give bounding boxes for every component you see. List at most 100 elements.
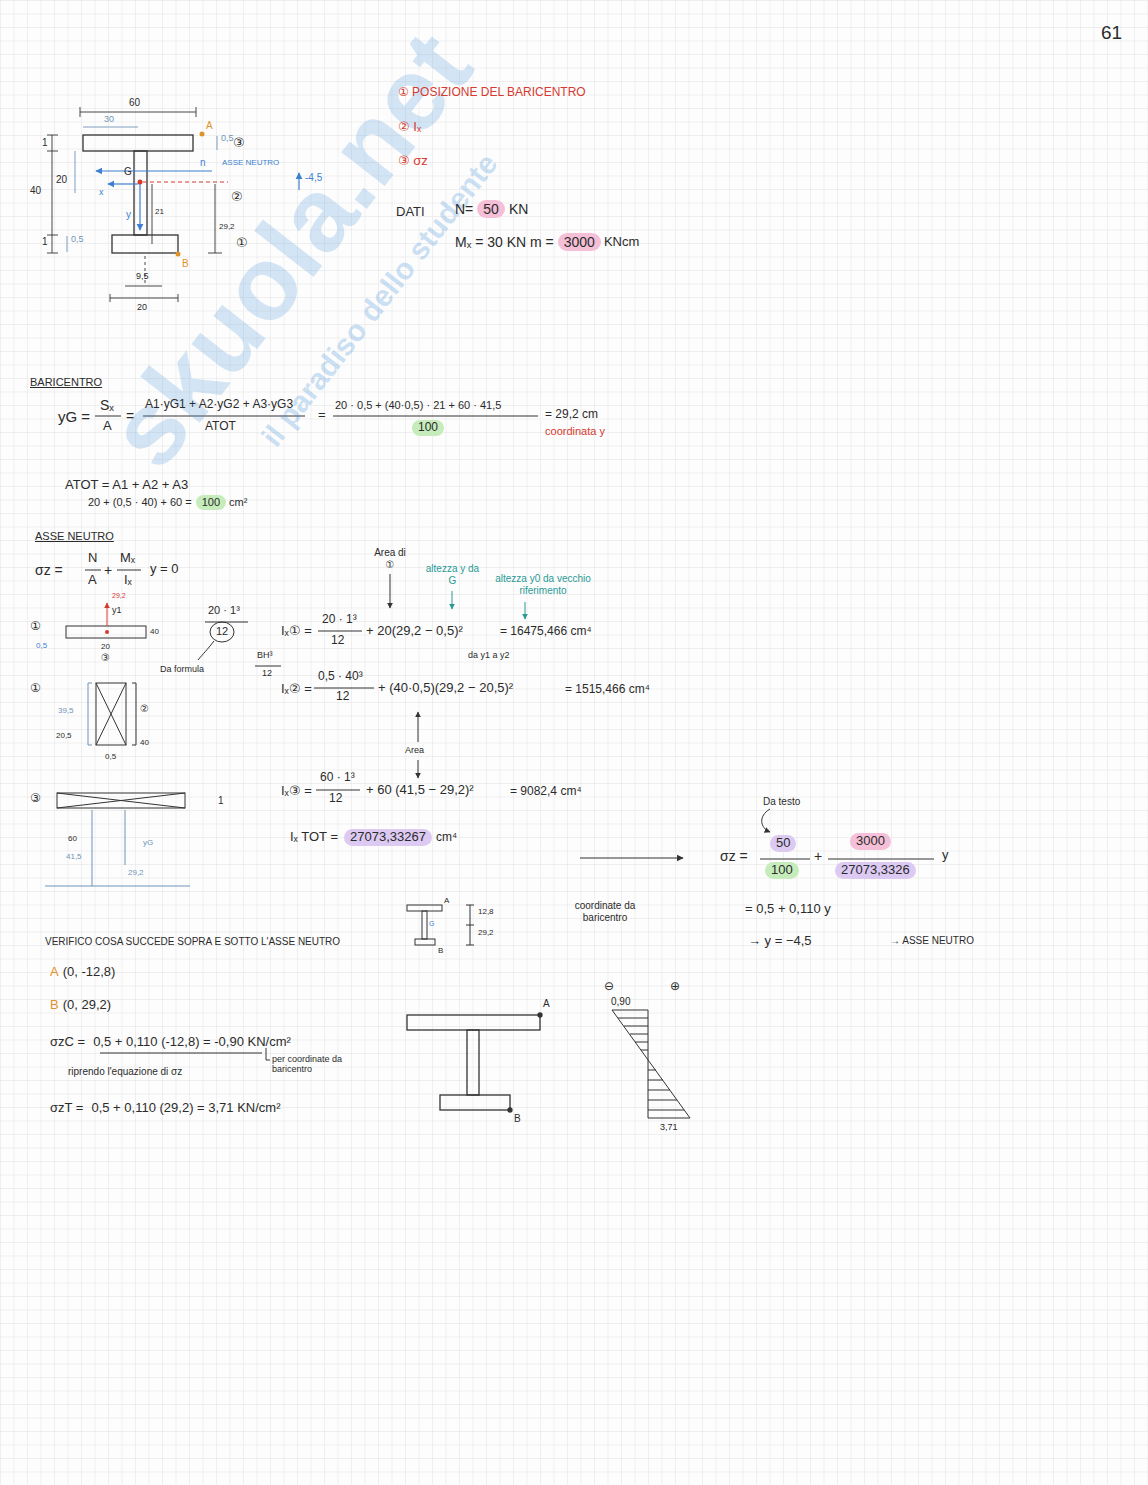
dimension-lines bbox=[217, 136, 218, 150]
note-text: 0,5 bbox=[71, 234, 84, 244]
note-text: σz = bbox=[35, 562, 63, 578]
note-text: riprendo l'equazione di σz bbox=[68, 1066, 182, 1078]
note-text: 29,2 bbox=[219, 222, 235, 231]
note-text: Sₓ bbox=[100, 397, 114, 413]
part-sketches bbox=[66, 626, 146, 638]
neutral-axis bbox=[108, 183, 138, 184]
dimension-lines bbox=[110, 294, 111, 302]
note-text: 41,5 bbox=[66, 852, 82, 861]
note-text: + 60 (41,5 − 29,2)² bbox=[366, 783, 474, 798]
note-text: σz = bbox=[720, 848, 748, 864]
stress-diagram bbox=[612, 1010, 648, 1011]
note-text: (0, 29,2) bbox=[63, 998, 111, 1013]
watermark-text: skuola.net bbox=[85, 10, 496, 489]
note-text: A bbox=[50, 965, 59, 980]
leader-lines bbox=[525, 602, 526, 619]
note-text: A bbox=[103, 419, 112, 434]
stress-diagram bbox=[648, 1070, 656, 1071]
highlighted-value: 3000 bbox=[564, 234, 595, 250]
highlight-box: 100 bbox=[196, 495, 226, 510]
note-text: + (40·0,5)(29,2 − 20,5)² bbox=[378, 681, 513, 696]
fraction-bars bbox=[117, 570, 141, 571]
note-text: 60 · 1³ bbox=[320, 771, 355, 785]
part-sketches bbox=[96, 683, 126, 745]
note-text: B bbox=[514, 1113, 521, 1125]
neutral-axis bbox=[298, 173, 299, 190]
note-text: BARICENTRO bbox=[30, 376, 102, 389]
highlight-box: 50 bbox=[477, 200, 505, 218]
note-text: → ASSE NEUTRO bbox=[890, 935, 974, 947]
note-text: 3,71 bbox=[660, 1122, 678, 1132]
dimension-lines bbox=[75, 151, 76, 193]
note-text: 20 · 1³ bbox=[322, 613, 357, 627]
note-text: BH³ bbox=[257, 650, 273, 660]
highlighted-value: 50 bbox=[483, 201, 499, 217]
note-text: B bbox=[438, 946, 443, 955]
small-section bbox=[415, 939, 435, 945]
note-text: altezza y da G bbox=[425, 563, 480, 586]
note-text: ① bbox=[236, 236, 248, 251]
note-text: = 16475,466 cm⁴ bbox=[500, 625, 592, 639]
leader-lines bbox=[210, 622, 234, 642]
note-text: Iₓ bbox=[124, 573, 132, 588]
points bbox=[200, 132, 205, 137]
part-sketches bbox=[57, 793, 185, 808]
note-text: N bbox=[88, 551, 97, 566]
note-text: 20 · 0,5 + (40·0,5) · 21 + 60 · 41,5 bbox=[335, 399, 501, 412]
i-section bbox=[83, 135, 193, 151]
note-text: Iₓ② = bbox=[281, 682, 312, 697]
neutral-axis bbox=[143, 181, 228, 182]
note-text: B bbox=[50, 998, 59, 1013]
note-text: -4,5 bbox=[305, 172, 322, 184]
note-text: ② Iₓ bbox=[398, 120, 421, 135]
leader-lines bbox=[418, 760, 419, 778]
note-text: y bbox=[126, 209, 131, 221]
note-text: cm² bbox=[229, 496, 247, 509]
stress-diagram bbox=[648, 1110, 684, 1111]
note-text: ATOT bbox=[205, 420, 236, 434]
leader-lines bbox=[580, 857, 683, 858]
note-text: y bbox=[942, 848, 949, 863]
note-text: 20 bbox=[137, 302, 147, 312]
dimension-lines bbox=[178, 294, 179, 302]
note-text: x bbox=[99, 187, 104, 197]
large-section bbox=[538, 1013, 542, 1017]
fraction-bars bbox=[318, 631, 362, 632]
fraction-bars bbox=[316, 790, 360, 791]
note-text: Mₓ = 30 KN m = bbox=[455, 234, 554, 250]
large-section bbox=[467, 1030, 479, 1095]
note-text: (0, -12,8) bbox=[63, 965, 116, 980]
note-text: 1 bbox=[42, 236, 48, 248]
large-section bbox=[407, 1015, 540, 1030]
dimension-lines bbox=[83, 127, 138, 128]
points bbox=[138, 132, 205, 257]
highlight-box: 50 bbox=[770, 835, 796, 852]
note-text: coordinata y bbox=[540, 425, 610, 438]
highlight-box: 100 bbox=[412, 420, 444, 436]
small-section bbox=[422, 911, 427, 939]
part-sketches bbox=[125, 810, 126, 865]
note-text: 39,5 bbox=[58, 706, 74, 715]
note-text: n bbox=[200, 157, 206, 169]
stress-diagram bbox=[648, 1118, 690, 1119]
part-sketches bbox=[45, 603, 190, 886]
note-text: y = 0 bbox=[150, 562, 179, 577]
highlight-box: 100 bbox=[765, 862, 799, 879]
note-text: σzC = bbox=[50, 1035, 85, 1050]
note-text: = 9082,4 cm⁴ bbox=[510, 785, 582, 799]
note-text: 30 bbox=[104, 114, 114, 124]
leader-lines bbox=[100, 574, 770, 1060]
dimension-lines bbox=[152, 184, 153, 244]
note-text: ② bbox=[231, 190, 243, 205]
dimension-lines bbox=[215, 184, 216, 253]
note-text: 0,5 + 0,110 (29,2) = 3,71 KN/cm² bbox=[91, 1101, 280, 1116]
fraction-bars bbox=[143, 416, 305, 417]
dimension-lines bbox=[125, 286, 162, 287]
stress-diagram bbox=[612, 1010, 690, 1118]
part-sketches bbox=[132, 683, 136, 745]
note-text: ③ bbox=[233, 136, 245, 151]
note-text: ATOT = A1 + A2 + A3 bbox=[65, 478, 188, 493]
note-text: yG bbox=[143, 838, 153, 847]
part-sketches bbox=[96, 683, 126, 745]
